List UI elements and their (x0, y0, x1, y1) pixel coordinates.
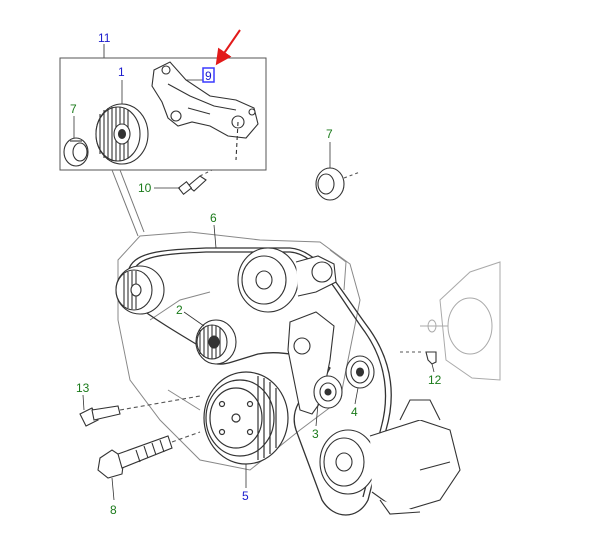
dust-cap-inset (63, 137, 89, 167)
crankshaft-pulley (203, 371, 289, 465)
idler-pulley-inset (95, 103, 149, 165)
callout-10: 10 (138, 181, 152, 195)
tensioner-bracket (151, 61, 259, 161)
red-arrow (215, 29, 241, 66)
dust-cap-right (315, 167, 361, 201)
callout-2: 2 (176, 303, 183, 317)
water-pump-pulley (237, 247, 337, 313)
callout-11: 11 (98, 31, 111, 45)
callout-7-right: 7 (326, 127, 333, 141)
callout-6: 6 (210, 211, 217, 225)
belt-tensioner (287, 311, 343, 415)
callout-13: 13 (76, 381, 90, 395)
callout-4: 4 (351, 405, 358, 419)
bolt-8 (97, 431, 201, 479)
bolt-10 (177, 169, 213, 196)
callout-7-inset: 7 (70, 102, 77, 116)
ac-compressor (319, 399, 461, 515)
clip-12 (400, 351, 437, 365)
leader-lines (73, 79, 435, 501)
callout-3: 3 (312, 427, 319, 441)
bolt-13 (79, 395, 201, 427)
upper-left-pulley (115, 265, 165, 315)
inset-box (59, 44, 267, 237)
pulley-2 (195, 319, 237, 365)
callout-1: 1 (118, 65, 125, 79)
idler-pulley-4 (345, 355, 375, 389)
callout-labels: 11 1 7 10 6 7 2 3 4 5 8 13 12 7 (70, 31, 442, 517)
alternator-ghost (420, 261, 501, 381)
highlighted-callout-9: 9 (202, 67, 215, 83)
callout-9: 9 (205, 69, 212, 83)
callout-8: 8 (110, 503, 117, 517)
callout-5: 5 (242, 489, 249, 503)
callout-12: 12 (428, 373, 442, 387)
